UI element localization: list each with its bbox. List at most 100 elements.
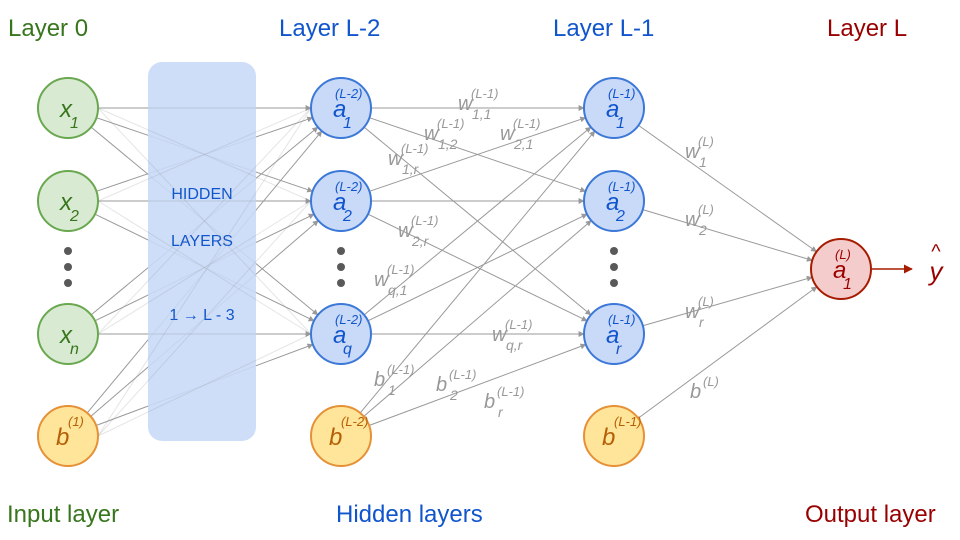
weight-subscript: 1 <box>699 154 707 170</box>
hidden-l2-bias-node-circle <box>310 405 372 467</box>
weight-subscript: r <box>498 404 504 420</box>
yhat-label: y <box>928 256 945 286</box>
dot-icon <box>64 279 72 287</box>
footer-output-layer: Output layer <box>805 501 936 528</box>
hidden-l1-bias-node-circle <box>583 405 645 467</box>
weight-superscript: (L-1) <box>471 86 498 101</box>
dot-icon <box>610 247 618 255</box>
edge-through-box <box>97 333 312 437</box>
edge-hidden-to-hidden <box>359 130 596 414</box>
hidden-l2-bias-node: b(L-2) <box>310 405 372 467</box>
edge-through-box <box>97 107 312 202</box>
weight-superscript: (L-1) <box>513 116 540 131</box>
weight-label: w(L-1)2,1 <box>500 116 540 152</box>
output-node: a1(L) <box>810 238 872 300</box>
output-node-circle <box>810 238 872 300</box>
edge-hidden-to-hidden <box>368 343 587 426</box>
weight-superscript: (L) <box>698 294 714 309</box>
weight-symbol: w <box>388 148 404 170</box>
weight-label: w(L-1)q,1 <box>374 262 414 298</box>
weight-label: b(L) <box>690 374 719 403</box>
hidden-l1-node-3-subscript: r <box>616 341 622 358</box>
hidden-l1-node-1-subscript: 1 <box>616 115 625 132</box>
edge-hidden-to-hidden <box>363 220 592 417</box>
hidden-l2-bias-node-symbol: b <box>329 424 342 451</box>
hidden-l2-node-3-circle <box>310 303 372 365</box>
input-node-1-circle <box>37 77 99 139</box>
edge-hidden-to-output <box>638 124 818 253</box>
edge-hidden-to-hidden <box>363 126 592 316</box>
weight-symbol: w <box>424 123 440 145</box>
weight-label: w(L-1) 1,1 <box>458 86 498 122</box>
weight-superscript: (L-1) <box>497 384 524 399</box>
hidden-l1-node-3-symbol: a <box>606 322 619 349</box>
hidden-l1-node-3-circle <box>583 303 645 365</box>
hidden-l2-node-1-symbol: a <box>333 96 346 123</box>
edge-hidden-to-hidden <box>369 116 587 192</box>
weight-label: w(L-1)q,r <box>492 317 532 353</box>
hidden-l1-node-3: ar (L-1) <box>583 303 645 365</box>
input-bias-node: b(1) <box>37 405 99 467</box>
edge-through-box <box>97 107 312 335</box>
yhat-hat: ^ <box>931 241 941 263</box>
weight-label: w(L-1) 2,r <box>398 213 438 249</box>
dot-icon <box>64 263 72 271</box>
hidden-l2-node-2-subscript: 2 <box>342 208 352 225</box>
weight-subscript: q,r <box>506 337 524 353</box>
hidden-l2-node-1: a1(L-2) <box>310 77 372 139</box>
dot-icon <box>337 279 345 287</box>
hidden-l2-bias-node-superscript: (L-2) <box>341 414 368 429</box>
dot-icon <box>337 247 345 255</box>
weight-subscript: 2,r <box>411 233 430 249</box>
weight-symbol: b <box>690 381 701 403</box>
weight-superscript: (L-1) <box>449 367 476 382</box>
header-layer-l-2: Layer L-2 <box>279 15 380 42</box>
weight-subscript: 1,2 <box>438 136 458 152</box>
weight-subscript: 1,1 <box>472 106 491 122</box>
hidden-l1-bias-node-superscript: (L-1) <box>614 414 641 429</box>
hidden-l2-node-2-superscript: (L-2) <box>335 179 362 194</box>
weight-superscript: (L-1) <box>437 116 464 131</box>
input-node-1: x1 <box>37 77 99 139</box>
hidden-l2-node-2: a2(L-2) <box>310 170 372 232</box>
weight-symbol: w <box>398 220 414 242</box>
input-node-1-subscript: 1 <box>70 115 79 132</box>
weight-symbol: b <box>374 369 385 391</box>
hidden-layers-box <box>148 62 256 441</box>
footer-hidden-layers: Hidden layers <box>336 501 483 528</box>
weight-label: w(L)r <box>685 294 714 330</box>
nodes: x1x2xnb(1)a1(L-2)a2(L-2)aq(L-2)b(L-2)a1(… <box>37 77 872 467</box>
edge-through-box <box>97 107 312 202</box>
dot-icon <box>64 247 72 255</box>
hidden-l1-node-1-superscript: (L-1) <box>608 86 635 101</box>
input-node-1-symbol: x <box>59 96 73 123</box>
hidden-l1-node-1: a1(L-1) <box>583 77 645 139</box>
hidden-l1-bias-node: b(L-1) <box>583 405 645 467</box>
input-node-2-subscript: 2 <box>69 208 79 225</box>
hidden-l1-node-3-superscript: (L-1) <box>608 312 635 327</box>
edge-hidden-to-output <box>637 286 818 419</box>
edge-hidden-to-hidden <box>367 213 588 322</box>
edge-through-box <box>97 200 312 335</box>
input-node-3-subscript: n <box>70 341 79 358</box>
weight-superscript: (L-1) <box>505 317 532 332</box>
hidden-box-line2: LAYERS <box>171 233 233 250</box>
weight-superscript: (L) <box>698 202 714 217</box>
hidden-l2-node-3: aq(L-2) <box>310 303 372 365</box>
output-node-subscript: 1 <box>843 276 852 293</box>
header-layer-l: Layer L <box>827 15 907 42</box>
hidden-l1-bias-node-symbol: b <box>602 424 615 451</box>
weight-subscript: 1,r <box>402 161 420 177</box>
weight-label: w(L-1)1,r <box>388 141 428 177</box>
footer-input-layer: Input layer <box>7 501 119 528</box>
header-layer-l-1: Layer L-1 <box>553 15 654 42</box>
hidden-l1-node-2-symbol: a <box>606 189 619 216</box>
weight-subscript: 2,1 <box>513 136 533 152</box>
input-bias-node-symbol: b <box>56 424 69 451</box>
edge-through-box <box>97 200 312 335</box>
weight-symbol: w <box>458 93 474 115</box>
weight-symbol: b <box>484 391 495 413</box>
edge-hidden-to-output <box>642 275 813 327</box>
weight-superscript: (L-1) <box>411 213 438 228</box>
